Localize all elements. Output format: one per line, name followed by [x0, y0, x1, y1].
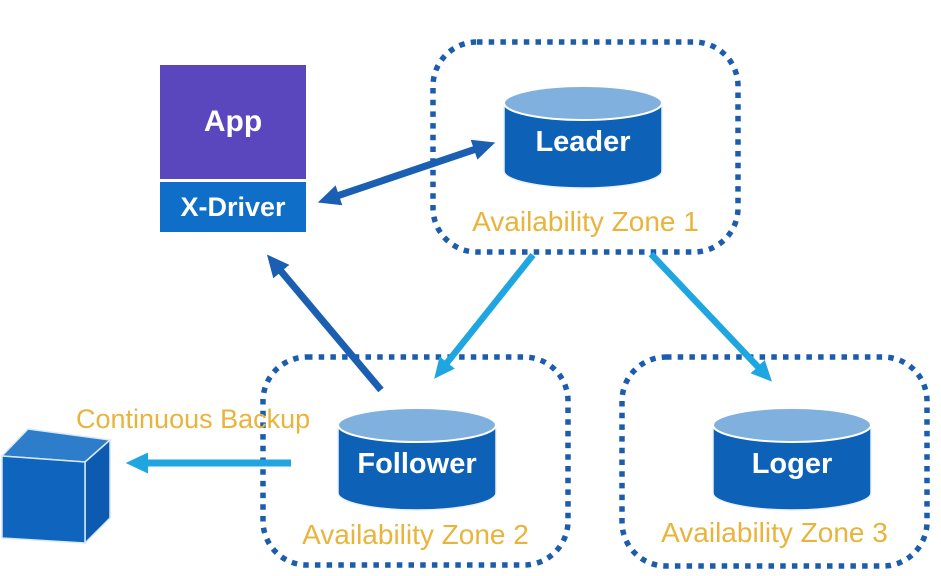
xdriver-label: X-Driver: [180, 191, 286, 222]
backup-cube-icon: [0, 428, 112, 545]
xdriver-box: X-Driver: [160, 179, 306, 232]
availability-zone-3-border: [619, 354, 930, 569]
follower-label: Follower: [357, 448, 477, 480]
availability-zone-1-label: Availability Zone 1: [472, 206, 699, 237]
database-cylinder-follower: Follower: [336, 406, 498, 514]
database-cylinder-leader: Leader: [502, 84, 664, 192]
database-cylinder-icon: [503, 85, 663, 189]
arrow-leader-to-follower: [434, 252, 536, 379]
availability-zone-2-label: Availability Zone 2: [302, 519, 529, 550]
continuous-backup-label: Continuous Backup: [76, 404, 311, 434]
availability-zone-3-label: Availability Zone 3: [661, 517, 888, 548]
arrow-leader-to-loger: [648, 251, 772, 382]
database-cylinder-icon: [712, 407, 872, 511]
arrow-follower-to-xdriver: [266, 254, 384, 393]
database-cylinder-icon: [337, 407, 497, 511]
arrow-xdriver-leader-bidirectional: [317, 139, 496, 206]
database-cylinder-loger: Loger: [711, 406, 873, 514]
leader-label: Leader: [535, 126, 631, 158]
app-box: App: [160, 65, 306, 179]
loger-label: Loger: [751, 448, 833, 480]
cube-front-face: [1, 455, 86, 544]
app-label: App: [203, 105, 263, 138]
